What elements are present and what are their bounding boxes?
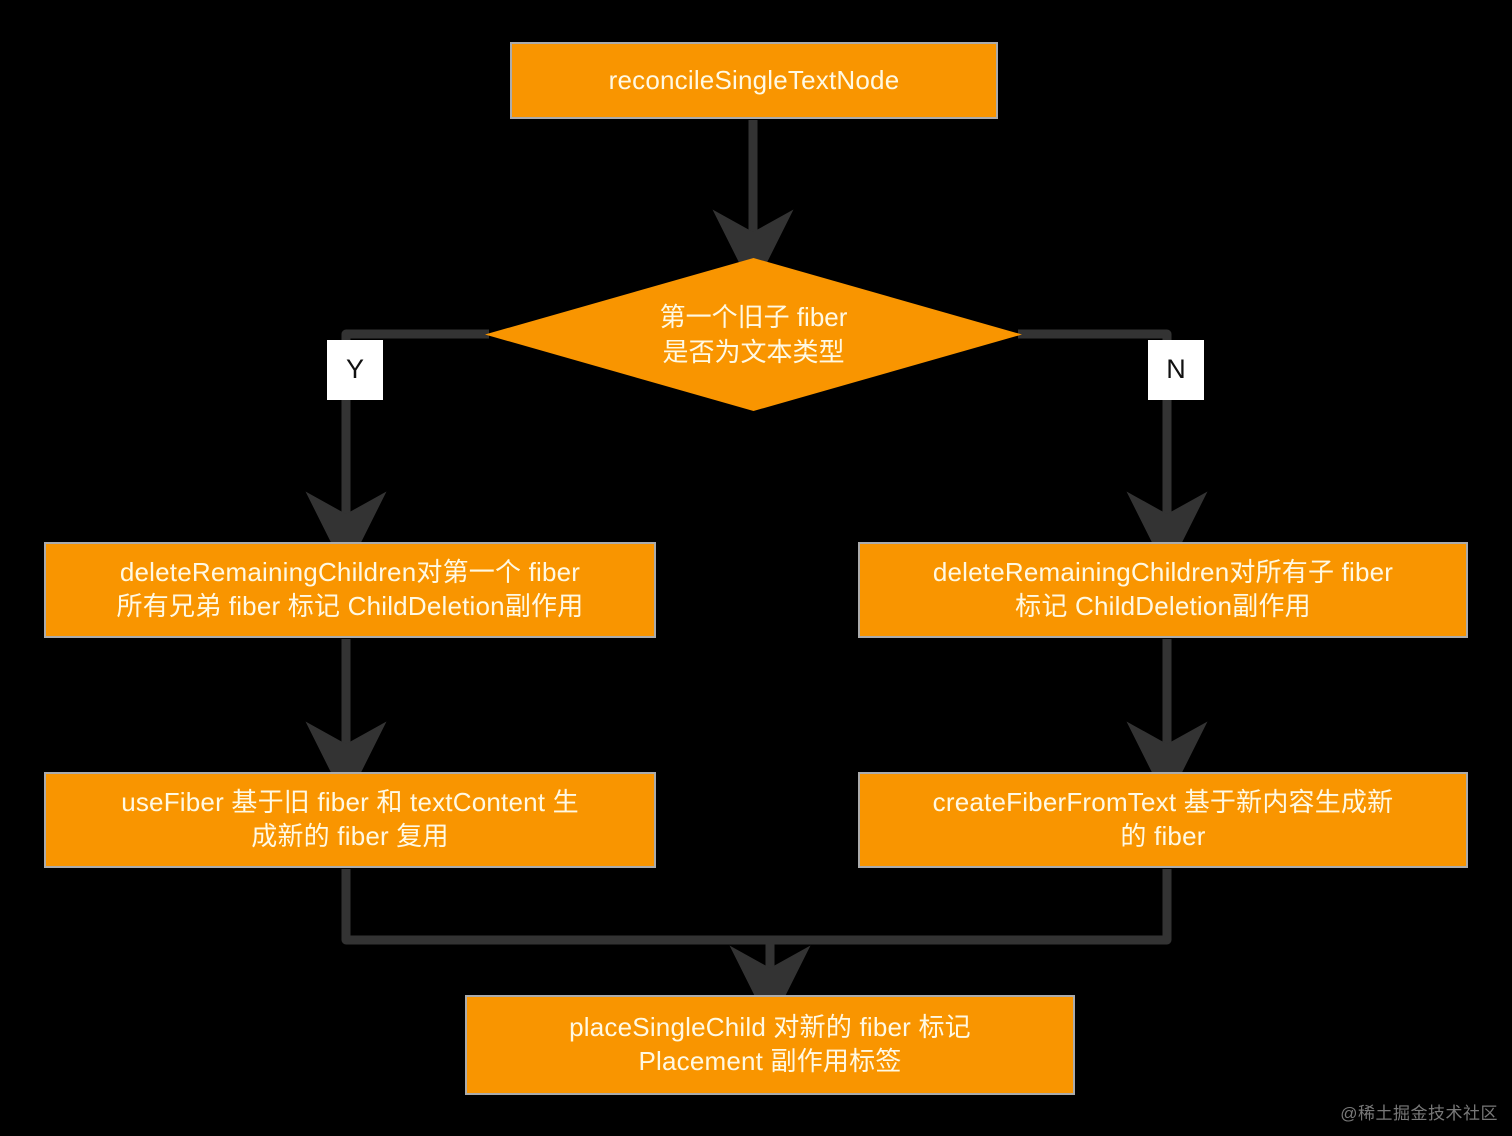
edge-usefiber-to-merge [341, 869, 770, 945]
decision-label: 第一个旧子 fiber 是否为文本类型 [659, 302, 848, 367]
node-use-fiber[interactable]: useFiber 基于旧 fiber 和 textContent 生 成新的 f… [44, 772, 656, 868]
edge-label-no: N [1148, 340, 1204, 400]
edge-decision-no [1018, 329, 1208, 573]
edge-createfiber-to-merge [770, 869, 1172, 945]
watermark: @稀土掘金技术社区 [1340, 1104, 1498, 1123]
edge-label-yes: Y [327, 340, 383, 400]
node-decision-first-old-child-fiber-is-text[interactable]: 第一个旧子 fiber 是否为文本类型 [485, 258, 1022, 411]
node-delete-remaining-children-all-children[interactable]: deleteRemainingChildren对所有子 fiber 标记 Chi… [858, 542, 1468, 638]
node-place-single-child[interactable]: placeSingleChild 对新的 fiber 标记 Placement … [465, 995, 1075, 1095]
node-delete-remaining-children-first-fiber[interactable]: deleteRemainingChildren对第一个 fiber 所有兄弟 f… [44, 542, 656, 638]
node-create-fiber-from-text[interactable]: createFiberFromText 基于新内容生成新 的 fiber [858, 772, 1468, 868]
node-reconcile-single-text-node[interactable]: reconcileSingleTextNode [510, 42, 998, 119]
